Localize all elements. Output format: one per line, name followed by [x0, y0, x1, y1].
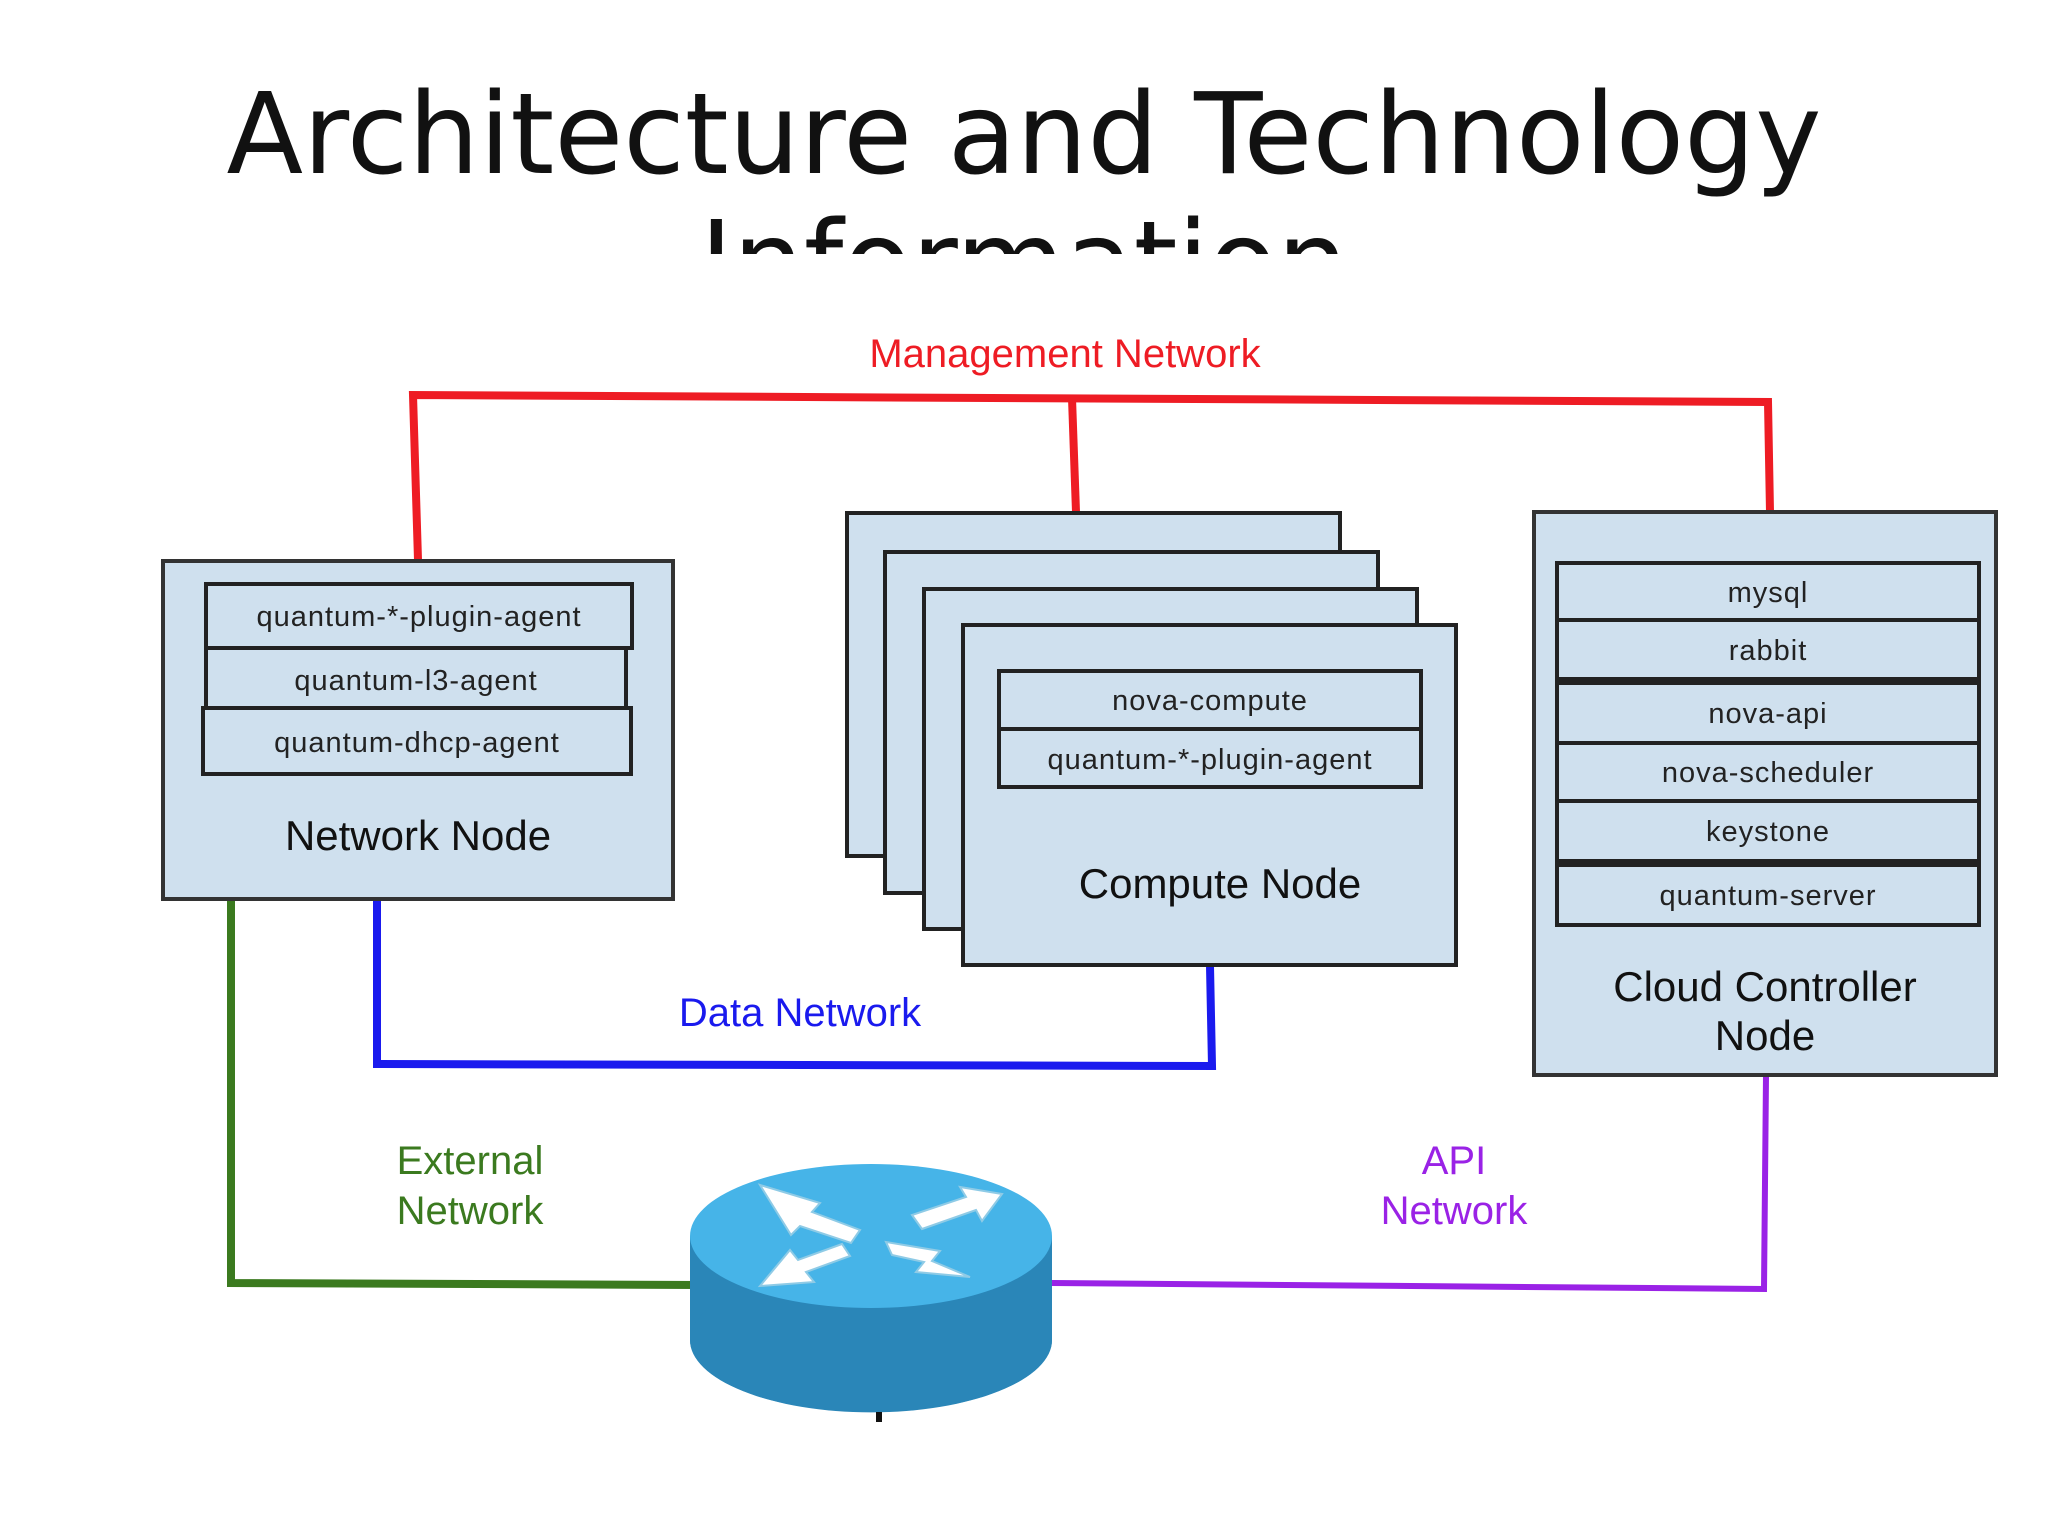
service-box: [997, 669, 1423, 731]
data-network: [373, 897, 1217, 1071]
external-network: [227, 897, 701, 1289]
slide-title: Architecture and Technology Information: [0, 70, 2048, 254]
controller-node-label-line2: Node: [1715, 1012, 1815, 1059]
controller-node-label-line1: Cloud Controller: [1613, 963, 1916, 1010]
data-network-label: Data Network: [679, 991, 922, 1035]
network-node: quantum-*-plugin-agent quantum-l3-agent …: [161, 559, 675, 901]
network-node-service: quantum-l3-agent: [294, 665, 537, 697]
cloud-controller-node: mysql rabbit nova-api nova-scheduler key…: [1532, 510, 1998, 1077]
network-node-service: quantum-*-plugin-agent: [256, 601, 581, 633]
management-network: [408, 390, 1774, 561]
title-area: Architecture and Technology Information: [0, 60, 2048, 254]
external-network-label-line2: Network: [397, 1189, 545, 1233]
controller-service: nova-scheduler: [1662, 757, 1874, 789]
compute-node-stack: nova-compute quantum-*-plugin-agent Comp…: [845, 511, 1458, 967]
slide-title-line2: Information: [0, 199, 2048, 254]
service-box: [997, 727, 1423, 789]
router-icon: [690, 1164, 1052, 1422]
controller-service: mysql: [1728, 577, 1809, 609]
service-box: [1555, 561, 1981, 622]
controller-service: keystone: [1706, 816, 1830, 848]
network-node-service: quantum-dhcp-agent: [274, 727, 560, 759]
controller-service: rabbit: [1729, 635, 1808, 667]
service-box: [1555, 863, 1981, 927]
external-network-label-line1: External: [397, 1139, 544, 1183]
api-network: [1051, 1075, 1769, 1293]
service-box: [1555, 618, 1981, 681]
api-network-label-line1: API: [1422, 1139, 1486, 1183]
slide-title-line1: Architecture and Technology: [226, 70, 1822, 200]
management-network-label: Management Network: [869, 332, 1261, 376]
compute-node-label: Compute Node: [1079, 860, 1362, 907]
controller-service: quantum-server: [1659, 880, 1876, 912]
api-network-label-line2: Network: [1381, 1189, 1529, 1233]
service-box: [201, 706, 633, 776]
controller-service: nova-api: [1708, 698, 1827, 730]
compute-node-service: quantum-*-plugin-agent: [1047, 744, 1372, 776]
compute-node-service: nova-compute: [1112, 685, 1308, 717]
network-node-label: Network Node: [285, 812, 551, 859]
service-box: [1555, 681, 1981, 745]
service-box: [1555, 799, 1981, 863]
service-box: [1555, 741, 1981, 803]
service-box: [204, 582, 634, 650]
